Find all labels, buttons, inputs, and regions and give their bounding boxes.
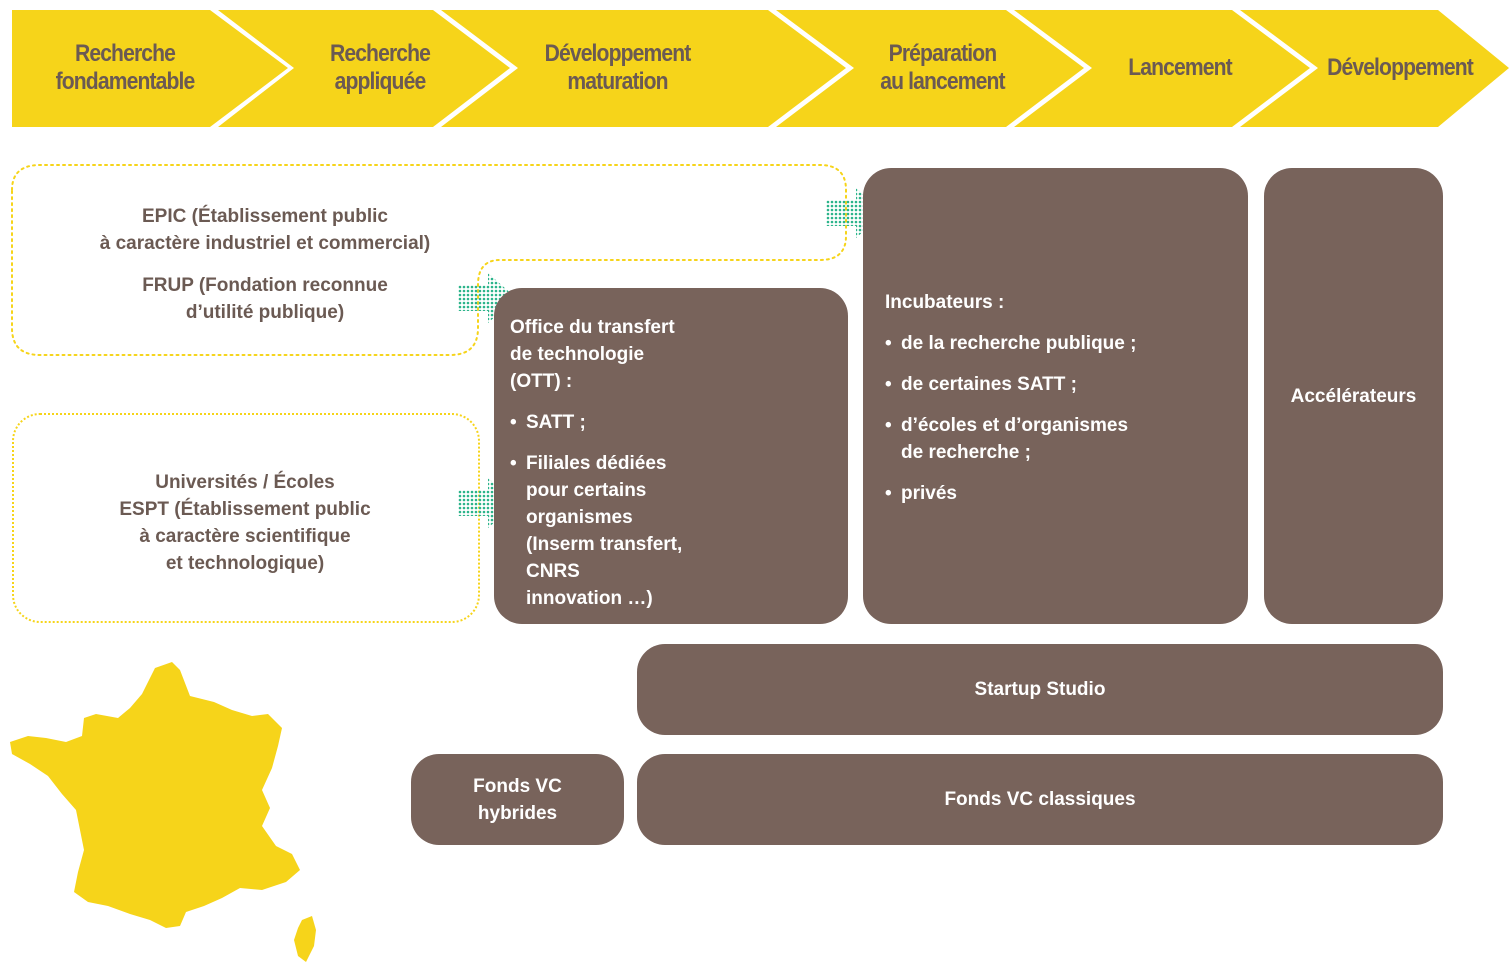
stage-label-recherche-fondamentable: Recherche fondamentable [55, 40, 196, 95]
incubateurs-box: Incubateurs : de la recherche publique ;… [863, 168, 1248, 624]
stage-chevron-5 [1014, 10, 1310, 127]
ott-item-satt: SATT ; [510, 409, 832, 436]
stage-chevron-1 [12, 10, 288, 127]
origin-universites-label: Universités / Écoles ESPT (Établissement… [119, 472, 371, 574]
stage-label-lancement: Lancement [1128, 54, 1232, 81]
origin-epic-label: EPIC (Établissement public à caractère i… [99, 206, 431, 254]
stage-label-recherche-appliquee: Recherche appliquée [329, 40, 431, 95]
france-map-icon [10, 662, 316, 962]
stage-label-developpement: Développement [1327, 54, 1474, 81]
stage-chevron-3 [441, 10, 846, 127]
ott-list: SATT ; Filiales dédiées pour certains or… [510, 409, 832, 612]
fonds-vc-hybrides-box: Fonds VC hybrides [411, 754, 624, 845]
ott-box: Office du transfert de technologie (OTT)… [494, 288, 848, 624]
origin-frup-label: FRUP (Fondation reconnue d’utilité publi… [142, 275, 388, 323]
accelerateurs-box: Accélérateurs [1264, 168, 1443, 624]
incubateurs-item-prives: privés [885, 480, 1226, 507]
startup-studio-box: Startup Studio [637, 644, 1443, 735]
origin-box-universites [12, 413, 480, 623]
fonds-vc-classiques-box: Fonds VC classiques [637, 754, 1443, 845]
incubateurs-item-recherche-publique: de la recherche publique ; [885, 330, 1226, 357]
stage-chevron-6 [1240, 10, 1509, 127]
ott-title: Office du transfert de technologie (OTT)… [510, 317, 675, 392]
stage-label-developpement-maturation: Développement maturation [544, 40, 692, 95]
incubateurs-title: Incubateurs : [885, 292, 1005, 313]
incubateurs-item-satt: de certaines SATT ; [885, 371, 1226, 398]
incubateurs-list: de la recherche publique ; de certaines … [885, 330, 1226, 507]
incubateurs-item-ecoles: d’écoles et d’organismes de recherche ; [885, 412, 1226, 466]
stage-banner [12, 10, 1509, 127]
stage-label-preparation-lancement: Préparation au lancement [880, 40, 1005, 95]
stage-chevron-4 [776, 10, 1084, 127]
stage-chevron-2 [218, 10, 510, 127]
ott-item-filiales: Filiales dédiées pour certains organisme… [510, 450, 832, 612]
